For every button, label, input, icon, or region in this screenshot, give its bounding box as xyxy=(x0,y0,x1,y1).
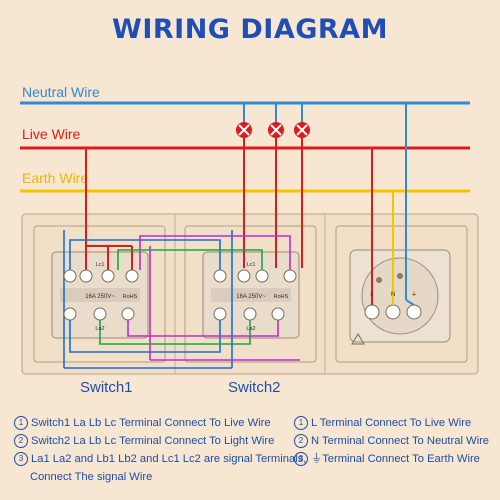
signal-wire xyxy=(69,318,221,353)
switch2-bottom-label: La2 xyxy=(246,326,255,332)
switch1-bottom-label: La2 xyxy=(95,326,104,332)
socket-label-earth: ⏚ xyxy=(411,291,417,298)
live-wire-label: Live Wire xyxy=(22,126,81,142)
signal-wire xyxy=(127,318,279,337)
switch2-terminals xyxy=(213,269,297,321)
switch1-rohs: RoHS xyxy=(123,294,138,300)
switch1-rating: 16A 250V~ xyxy=(85,294,115,300)
note-item: 3⏚Terminal Connect To Earth Wire xyxy=(294,450,480,468)
switch2-terminal-row: Lc1 xyxy=(247,262,256,268)
light-bulb-icon xyxy=(236,122,252,138)
switch2-rating: 16A 250V~ xyxy=(236,294,266,300)
light-bulb-icon xyxy=(268,122,284,138)
switch2-rohs: RoHS xyxy=(274,294,289,300)
switch1-terminals xyxy=(63,269,139,321)
earth-wire-label: Earth Wire xyxy=(22,170,89,186)
switch2-label: Switch2 xyxy=(228,379,281,396)
socket-label-n: N xyxy=(391,292,395,298)
note-item: Connect The signal Wire xyxy=(30,471,153,483)
warning-icon xyxy=(351,333,365,345)
socket-module xyxy=(349,249,451,343)
socket-terminal-n xyxy=(385,304,401,320)
switch1-frame xyxy=(33,225,166,363)
neutral-wire-label: Neutral Wire xyxy=(22,84,100,100)
socket-terminal-l xyxy=(364,304,380,320)
switch1-label: Switch1 xyxy=(80,379,133,396)
socket-label-l: L xyxy=(370,292,374,298)
page-title: WIRING DIAGRAM xyxy=(112,14,388,45)
socket-frame xyxy=(335,225,468,363)
switch1-terminal-row: Lc1 xyxy=(96,262,105,268)
socket-terminal-earth xyxy=(406,304,422,320)
switch2-frame xyxy=(184,225,317,363)
signal-wire xyxy=(99,318,251,345)
light-bulb-icon xyxy=(294,122,310,138)
